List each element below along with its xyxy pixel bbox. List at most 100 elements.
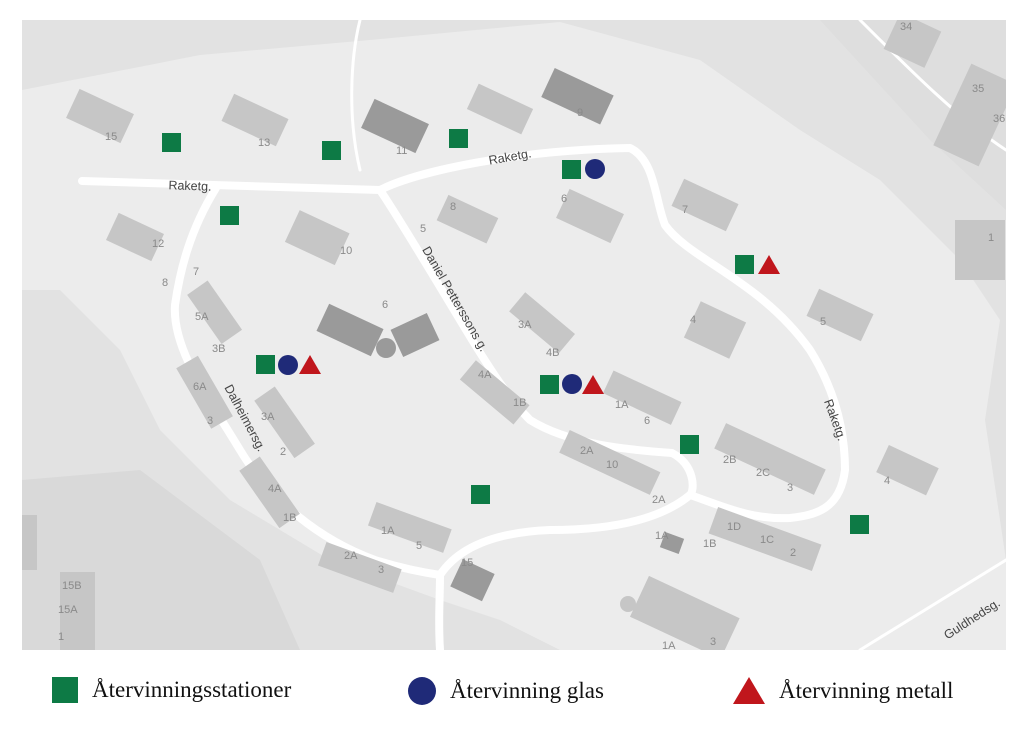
glass-recycling-marker[interactable]	[585, 159, 605, 179]
red-triangle-icon	[733, 677, 765, 704]
house-number: 34	[900, 21, 912, 33]
building	[541, 67, 614, 125]
house-number: 3B	[212, 343, 225, 355]
glass-recycling-marker[interactable]	[562, 374, 582, 394]
house-number: 11	[396, 145, 407, 157]
house-number: 15B	[62, 580, 82, 592]
house-number: 2A	[652, 494, 666, 506]
house-number: 2A	[344, 550, 358, 562]
building	[361, 98, 429, 154]
house-number: 6A	[193, 381, 207, 393]
house-number: 1	[988, 232, 994, 244]
metal-recycling-marker[interactable]	[758, 255, 780, 274]
building	[708, 507, 822, 571]
house-number: 4A	[478, 369, 492, 381]
house-number: 4A	[268, 483, 282, 495]
house-number: 6	[644, 415, 650, 427]
building	[436, 194, 499, 244]
house-number: 4	[690, 314, 696, 326]
building	[176, 355, 233, 429]
house-number: 5A	[195, 311, 209, 323]
house-number: 1A	[662, 640, 676, 650]
house-number: 12	[152, 238, 164, 250]
recycling-station-marker[interactable]	[322, 141, 341, 160]
building	[883, 20, 942, 68]
house-number: 3	[207, 415, 213, 427]
building	[683, 301, 747, 359]
house-number: 35	[972, 83, 984, 95]
building	[66, 88, 134, 144]
house-number: 2	[280, 446, 286, 458]
building	[284, 210, 350, 266]
house-number: 3	[787, 482, 793, 494]
wooded-area	[820, 20, 1006, 210]
recycling-station-marker[interactable]	[540, 375, 559, 394]
metal-recycling-marker[interactable]	[582, 375, 604, 394]
house-number: 15	[461, 557, 473, 569]
legend-item-recycling-stations: Återvinningsstationer	[52, 677, 291, 703]
street-label: Raketg.	[168, 178, 212, 193]
building	[106, 212, 164, 262]
house-number: 1	[58, 631, 64, 643]
building	[376, 338, 396, 358]
building	[367, 502, 452, 553]
house-number: 3A	[518, 319, 532, 331]
house-number: 6	[561, 193, 567, 205]
house-number: 15	[105, 131, 117, 143]
house-number: 2C	[756, 467, 770, 479]
recycling-station-marker[interactable]	[735, 255, 754, 274]
building	[659, 532, 685, 554]
legend-label: Återvinning glas	[450, 678, 604, 703]
house-number: 8	[450, 201, 456, 213]
house-number: 2A	[580, 445, 594, 457]
house-number: 7	[193, 266, 199, 278]
building	[316, 303, 384, 357]
metal-recycling-marker[interactable]	[299, 355, 321, 374]
house-number: 5	[416, 540, 422, 552]
recycling-station-marker[interactable]	[850, 515, 869, 534]
house-number: 1B	[703, 538, 716, 550]
glass-recycling-marker[interactable]	[278, 355, 298, 375]
building	[876, 444, 939, 496]
house-number: 4B	[546, 347, 559, 359]
map: 15 13 11 9 34 35 36 12 7 8 10 5 6 8 6 7 …	[22, 20, 1006, 650]
building	[22, 515, 37, 570]
house-number: 5	[820, 316, 826, 328]
house-number: 13	[258, 137, 270, 149]
house-number: 1B	[513, 397, 526, 409]
house-number: 7	[682, 204, 688, 216]
building	[629, 575, 740, 650]
building	[509, 292, 575, 354]
house-number: 10	[606, 459, 618, 471]
building	[806, 288, 874, 342]
house-number: 4	[884, 475, 890, 487]
house-number: 9	[577, 107, 583, 119]
recycling-station-marker[interactable]	[562, 160, 581, 179]
legend-item-glass: Återvinning glas	[408, 677, 604, 705]
recycling-station-marker[interactable]	[256, 355, 275, 374]
house-number: 8	[162, 277, 168, 289]
house-number: 36	[993, 113, 1005, 125]
house-number: 1B	[283, 512, 296, 524]
house-number: 1D	[727, 521, 741, 533]
recycling-station-marker[interactable]	[680, 435, 699, 454]
house-number: 1A	[381, 525, 395, 537]
recycling-station-marker[interactable]	[162, 133, 181, 152]
building	[556, 188, 624, 244]
building	[450, 559, 495, 602]
house-number: 6	[382, 299, 388, 311]
house-number: 3	[378, 564, 384, 576]
recycling-station-marker[interactable]	[449, 129, 468, 148]
house-number: 3	[710, 636, 716, 648]
house-number: 2	[790, 547, 796, 559]
building	[620, 596, 636, 612]
green-square-icon	[52, 677, 78, 703]
building	[239, 456, 300, 529]
recycling-station-marker[interactable]	[471, 485, 490, 504]
legend: Återvinningsstationer Återvinning glas Å…	[0, 665, 1024, 725]
building	[317, 542, 402, 593]
house-number: 15A	[58, 604, 78, 616]
recycling-station-marker[interactable]	[220, 206, 239, 225]
building	[390, 312, 440, 358]
blue-circle-icon	[408, 677, 436, 705]
